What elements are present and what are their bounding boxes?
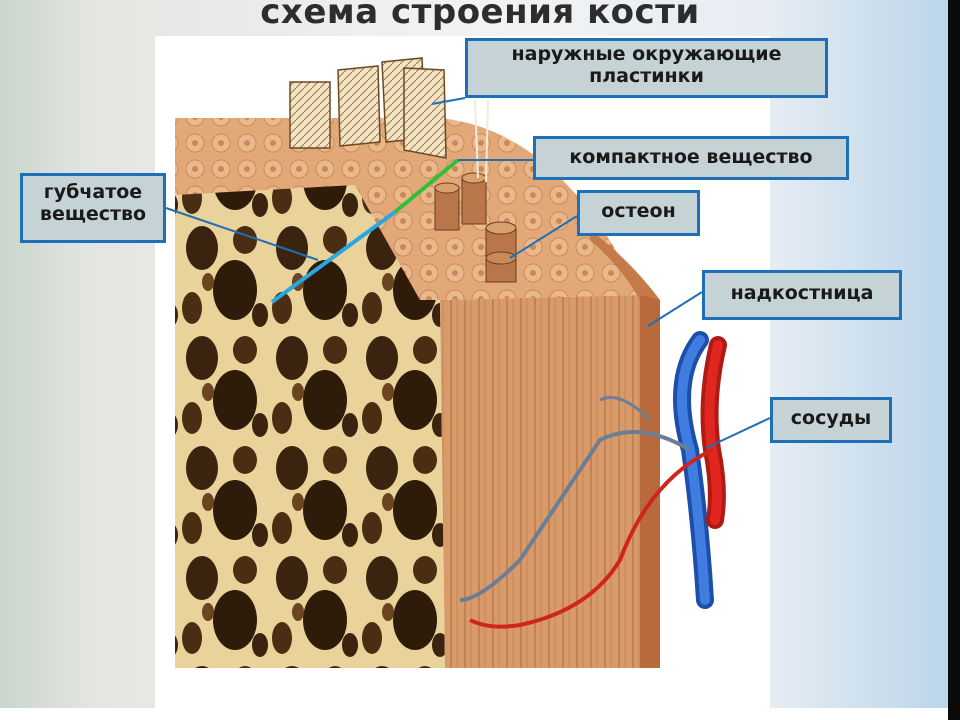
osteon-cylinders xyxy=(434,99,517,283)
label-outer-lamellae-line2: пластинки xyxy=(589,64,704,87)
label-outer-lamellae-line1: наружные окружающие xyxy=(511,43,782,65)
label-periosteum-text: надкостница xyxy=(730,282,874,304)
label-spongy: губчатое вещество xyxy=(20,173,166,243)
label-osteon: остеон xyxy=(577,190,700,236)
label-spongy-line2: вещество xyxy=(39,202,147,225)
label-osteon-text: остеон xyxy=(601,200,676,222)
label-compact: компактное вещество xyxy=(533,136,849,180)
blood-vessel-icon xyxy=(459,331,727,629)
right-edge-band xyxy=(948,0,960,720)
label-compact-text: компактное вещество xyxy=(569,146,813,168)
label-spongy-line1: губчатое xyxy=(43,181,143,203)
label-vessels: сосуды xyxy=(770,397,892,443)
lamellae-plates xyxy=(289,57,447,159)
label-vessels-text: сосуды xyxy=(790,407,872,429)
label-periosteum: надкостница xyxy=(702,270,902,320)
slide-title: схема строения кости xyxy=(260,0,700,32)
bottom-strip xyxy=(0,708,960,720)
label-outer-lamellae: наружные окружающие пластинки xyxy=(465,38,828,98)
